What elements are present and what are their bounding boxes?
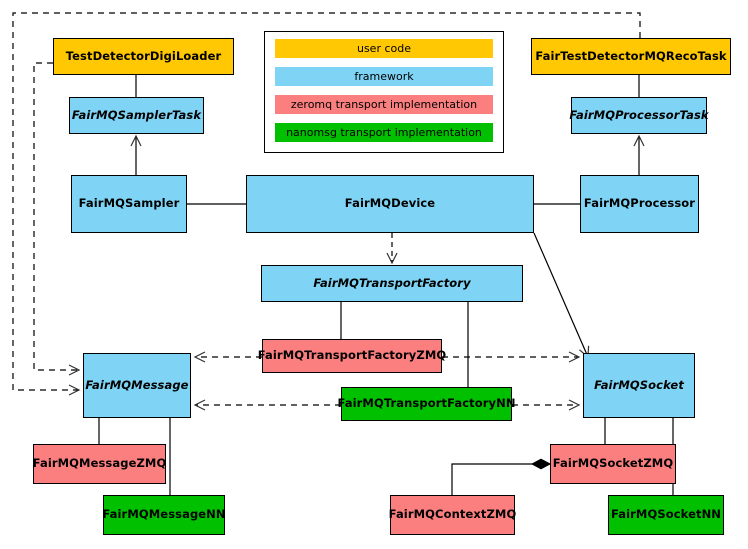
class-box-fairmq-device[interactable]: FairMQDevice	[246, 175, 534, 233]
edge-contextzmq-socketzmq	[451, 464, 550, 495]
class-box-fairmq-message-zmq[interactable]: FairMQMessageZMQ	[33, 444, 166, 484]
edge-device-socket	[533, 232, 590, 359]
class-box-fair-test-detector-mq-reco-task[interactable]: FairTestDetectorMQRecoTask	[531, 38, 731, 75]
class-box-fairmq-socket[interactable]: FairMQSocket	[583, 353, 695, 418]
class-label: FairMQSampler	[78, 196, 180, 211]
class-label: FairMQSocketZMQ	[552, 456, 674, 471]
legend-item-zeromq: zeromq transport implementation	[275, 95, 493, 114]
class-label: FairMQTransportFactoryZMQ	[257, 348, 447, 363]
class-label: FairMQSocket	[594, 377, 684, 392]
class-box-fairmq-transport-factory[interactable]: FairMQTransportFactory	[261, 265, 523, 302]
legend-label: nanomsg transport implementation	[286, 126, 482, 139]
class-label: FairMQMessageZMQ	[32, 456, 167, 471]
legend-label: zeromq transport implementation	[290, 98, 478, 111]
legend-label: framework	[354, 70, 414, 83]
class-label: FairMQMessage	[85, 377, 189, 392]
class-label: FairMQTransportFactoryNN	[337, 396, 516, 411]
class-label: FairMQSocketNN	[610, 507, 722, 522]
class-box-fairmq-message-nn[interactable]: FairMQMessageNN	[102, 495, 226, 535]
legend-item-framework: framework	[275, 67, 493, 86]
class-label: FairMQProcessor	[583, 196, 696, 211]
legend-label: user code	[356, 42, 412, 55]
class-box-fairmq-socket-zmq[interactable]: FairMQSocketZMQ	[550, 444, 676, 484]
class-label: FairTestDetectorMQRecoTask	[535, 48, 727, 63]
class-label: FairMQMessageNN	[102, 507, 226, 522]
class-box-fairmq-socket-nn[interactable]: FairMQSocketNN	[608, 495, 724, 535]
class-box-fairmq-sampler[interactable]: FairMQSampler	[71, 175, 187, 233]
class-box-fairmq-transport-factory-zmq[interactable]: FairMQTransportFactoryZMQ	[258, 339, 446, 373]
class-label: TestDetectorDigiLoader	[65, 48, 222, 63]
class-box-fairmq-processor-task[interactable]: FairMQProcessorTask	[569, 97, 709, 134]
class-label: FairMQSamplerTask	[71, 107, 202, 122]
class-label: FairMQProcessorTask	[569, 107, 709, 122]
legend-item-user-code: user code	[275, 39, 493, 58]
class-box-fairmq-sampler-task[interactable]: FairMQSamplerTask	[69, 97, 204, 134]
class-box-test-detector-digi-loader[interactable]: TestDetectorDigiLoader	[53, 38, 234, 75]
class-box-fairmq-transport-factory-nn[interactable]: FairMQTransportFactoryNN	[337, 387, 515, 421]
legend-item-nanomsg: nanomsg transport implementation	[275, 123, 493, 142]
legend-panel: user code framework zeromq transport imp…	[264, 31, 504, 153]
class-label: FairMQDevice	[344, 196, 436, 211]
class-box-fairmq-context-zmq[interactable]: FairMQContextZMQ	[388, 495, 517, 535]
class-box-fairmq-message[interactable]: FairMQMessage	[83, 353, 191, 418]
class-box-fairmq-processor[interactable]: FairMQProcessor	[580, 175, 699, 233]
class-label: FairMQContextZMQ	[388, 507, 517, 522]
class-label: FairMQTransportFactory	[313, 275, 471, 290]
